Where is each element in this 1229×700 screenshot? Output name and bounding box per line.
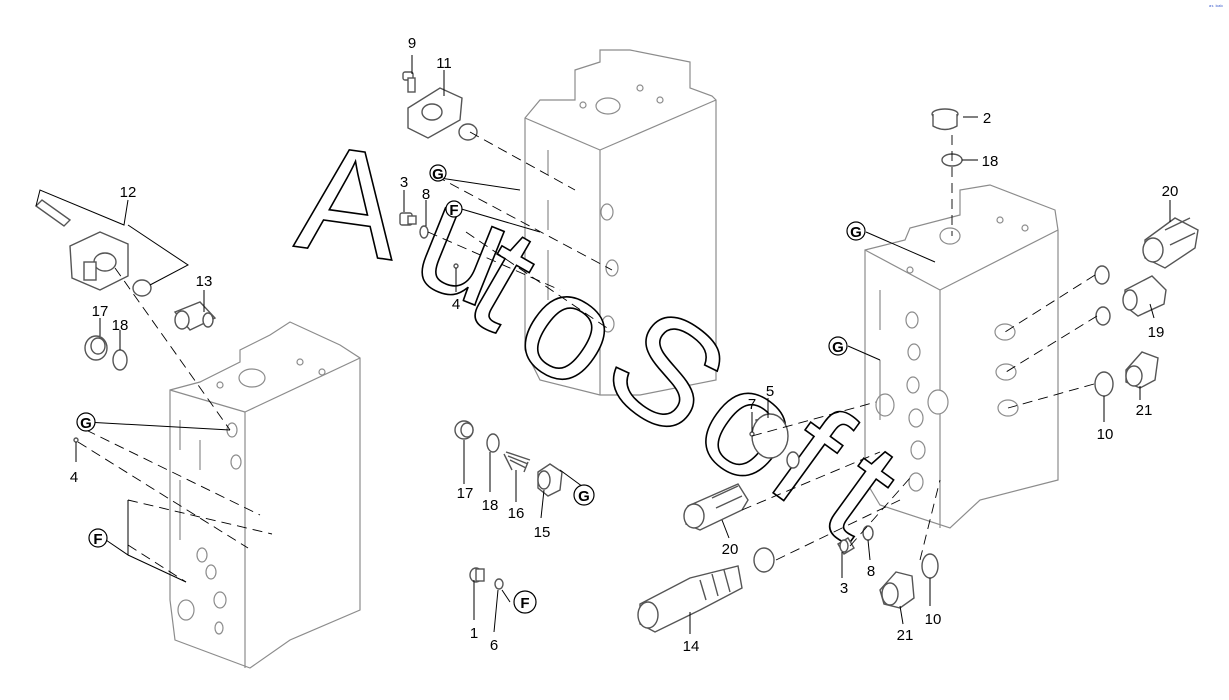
part-19-valve xyxy=(1122,275,1167,317)
callout-18: 18 xyxy=(482,497,499,514)
ref-f-marker: F xyxy=(513,590,537,614)
callout-21: 21 xyxy=(1136,402,1153,419)
callout-numbers: 9 11 2 18 12 3 8 20 13 4 17 18 19 21 10 … xyxy=(70,35,1179,655)
callout-20: 20 xyxy=(722,541,739,558)
part-10-o-ring xyxy=(921,553,939,579)
callout-3: 3 xyxy=(400,174,408,191)
ref-letter: G xyxy=(80,415,92,432)
callout-14: 14 xyxy=(683,638,700,655)
ref-letter: F xyxy=(449,202,458,219)
assembly-lines xyxy=(77,131,1098,583)
callout-4: 4 xyxy=(70,469,78,486)
part-11-flange xyxy=(407,87,463,139)
part-5-spring xyxy=(751,413,789,459)
callout-17: 17 xyxy=(457,485,474,502)
part-12-cover xyxy=(34,199,129,291)
ref-letter: G xyxy=(432,166,444,183)
callout-17: 17 xyxy=(92,303,109,320)
callout-13: 13 xyxy=(196,273,213,290)
part-4-ball xyxy=(73,437,79,443)
callout-6: 6 xyxy=(490,637,498,654)
part-16-spring xyxy=(503,451,531,473)
callout-1: 1 xyxy=(470,625,478,642)
callout-18: 18 xyxy=(112,317,129,334)
part-13-plunger xyxy=(173,301,217,331)
valve-body-center xyxy=(524,49,717,396)
callout-16: 16 xyxy=(508,505,525,522)
callout-19: 19 xyxy=(1148,324,1165,341)
part-o-ring xyxy=(1095,306,1111,326)
leader-lines xyxy=(35,55,1171,634)
part-2-plug xyxy=(931,108,959,131)
callout-20: 20 xyxy=(1162,183,1179,200)
callout-5: 5 xyxy=(766,383,774,400)
callout-15: 15 xyxy=(534,524,551,541)
ref-letter: G xyxy=(578,488,590,505)
part-17-plug xyxy=(84,335,108,361)
ref-g-marker: G xyxy=(429,164,447,183)
callout-10: 10 xyxy=(1097,426,1114,443)
part-20-relief-valve-upper xyxy=(1142,217,1199,269)
part-o-ring xyxy=(786,451,800,469)
part-o-ring xyxy=(753,547,775,573)
part-21-plug-lower xyxy=(879,571,915,609)
callout-18: 18 xyxy=(982,153,999,170)
callout-10: 10 xyxy=(925,611,942,628)
part-4-ball xyxy=(453,263,459,269)
callout-7: 7 xyxy=(748,396,756,413)
callout-8: 8 xyxy=(422,186,430,203)
part-1-plug xyxy=(469,567,485,583)
part-15-spool xyxy=(537,463,563,497)
ref-g-marker: G xyxy=(573,484,595,506)
callout-12: 12 xyxy=(120,184,137,201)
part-17-plug-center xyxy=(454,420,474,440)
callout-2: 2 xyxy=(983,110,991,127)
ref-letter: G xyxy=(832,339,844,356)
part-8-washer xyxy=(419,225,429,239)
ref-f-marker: F xyxy=(445,200,463,219)
callout-4: 4 xyxy=(452,296,460,313)
part-3-fitting xyxy=(399,212,417,226)
reference-markers: G F G G G F G F xyxy=(76,164,866,614)
part-9-bolt xyxy=(402,71,416,93)
callout-21: 21 xyxy=(897,627,914,644)
part-18-o-ring xyxy=(486,433,500,453)
part-o-ring xyxy=(458,123,478,141)
ref-g-marker: G xyxy=(828,336,848,356)
part-3-fitting-lower xyxy=(837,537,855,555)
valve-body-left xyxy=(169,321,361,669)
part-o-ring xyxy=(132,279,152,297)
callout-11: 11 xyxy=(436,55,452,72)
corner-logo: ᵃˢ ᵇᵃᵇ xyxy=(1209,4,1223,11)
ref-g-marker: G xyxy=(76,412,96,432)
ref-letter: G xyxy=(850,224,862,241)
part-14-valve xyxy=(637,565,743,633)
part-21-plug xyxy=(1125,351,1159,389)
part-10-o-ring xyxy=(1094,371,1114,397)
ref-letter: F xyxy=(520,595,529,612)
watermark-letter: A xyxy=(288,111,410,291)
ref-g-marker: G xyxy=(846,221,866,241)
ref-f-marker: F xyxy=(88,528,108,548)
callout-9: 9 xyxy=(408,35,416,52)
part-6-washer xyxy=(494,578,504,590)
parts xyxy=(34,71,1199,633)
callout-3: 3 xyxy=(840,580,848,597)
part-8-washer xyxy=(862,525,874,541)
ref-letter: F xyxy=(93,531,102,548)
callout-8: 8 xyxy=(867,563,875,580)
part-o-ring xyxy=(1094,265,1110,285)
part-18-o-ring xyxy=(112,349,128,371)
